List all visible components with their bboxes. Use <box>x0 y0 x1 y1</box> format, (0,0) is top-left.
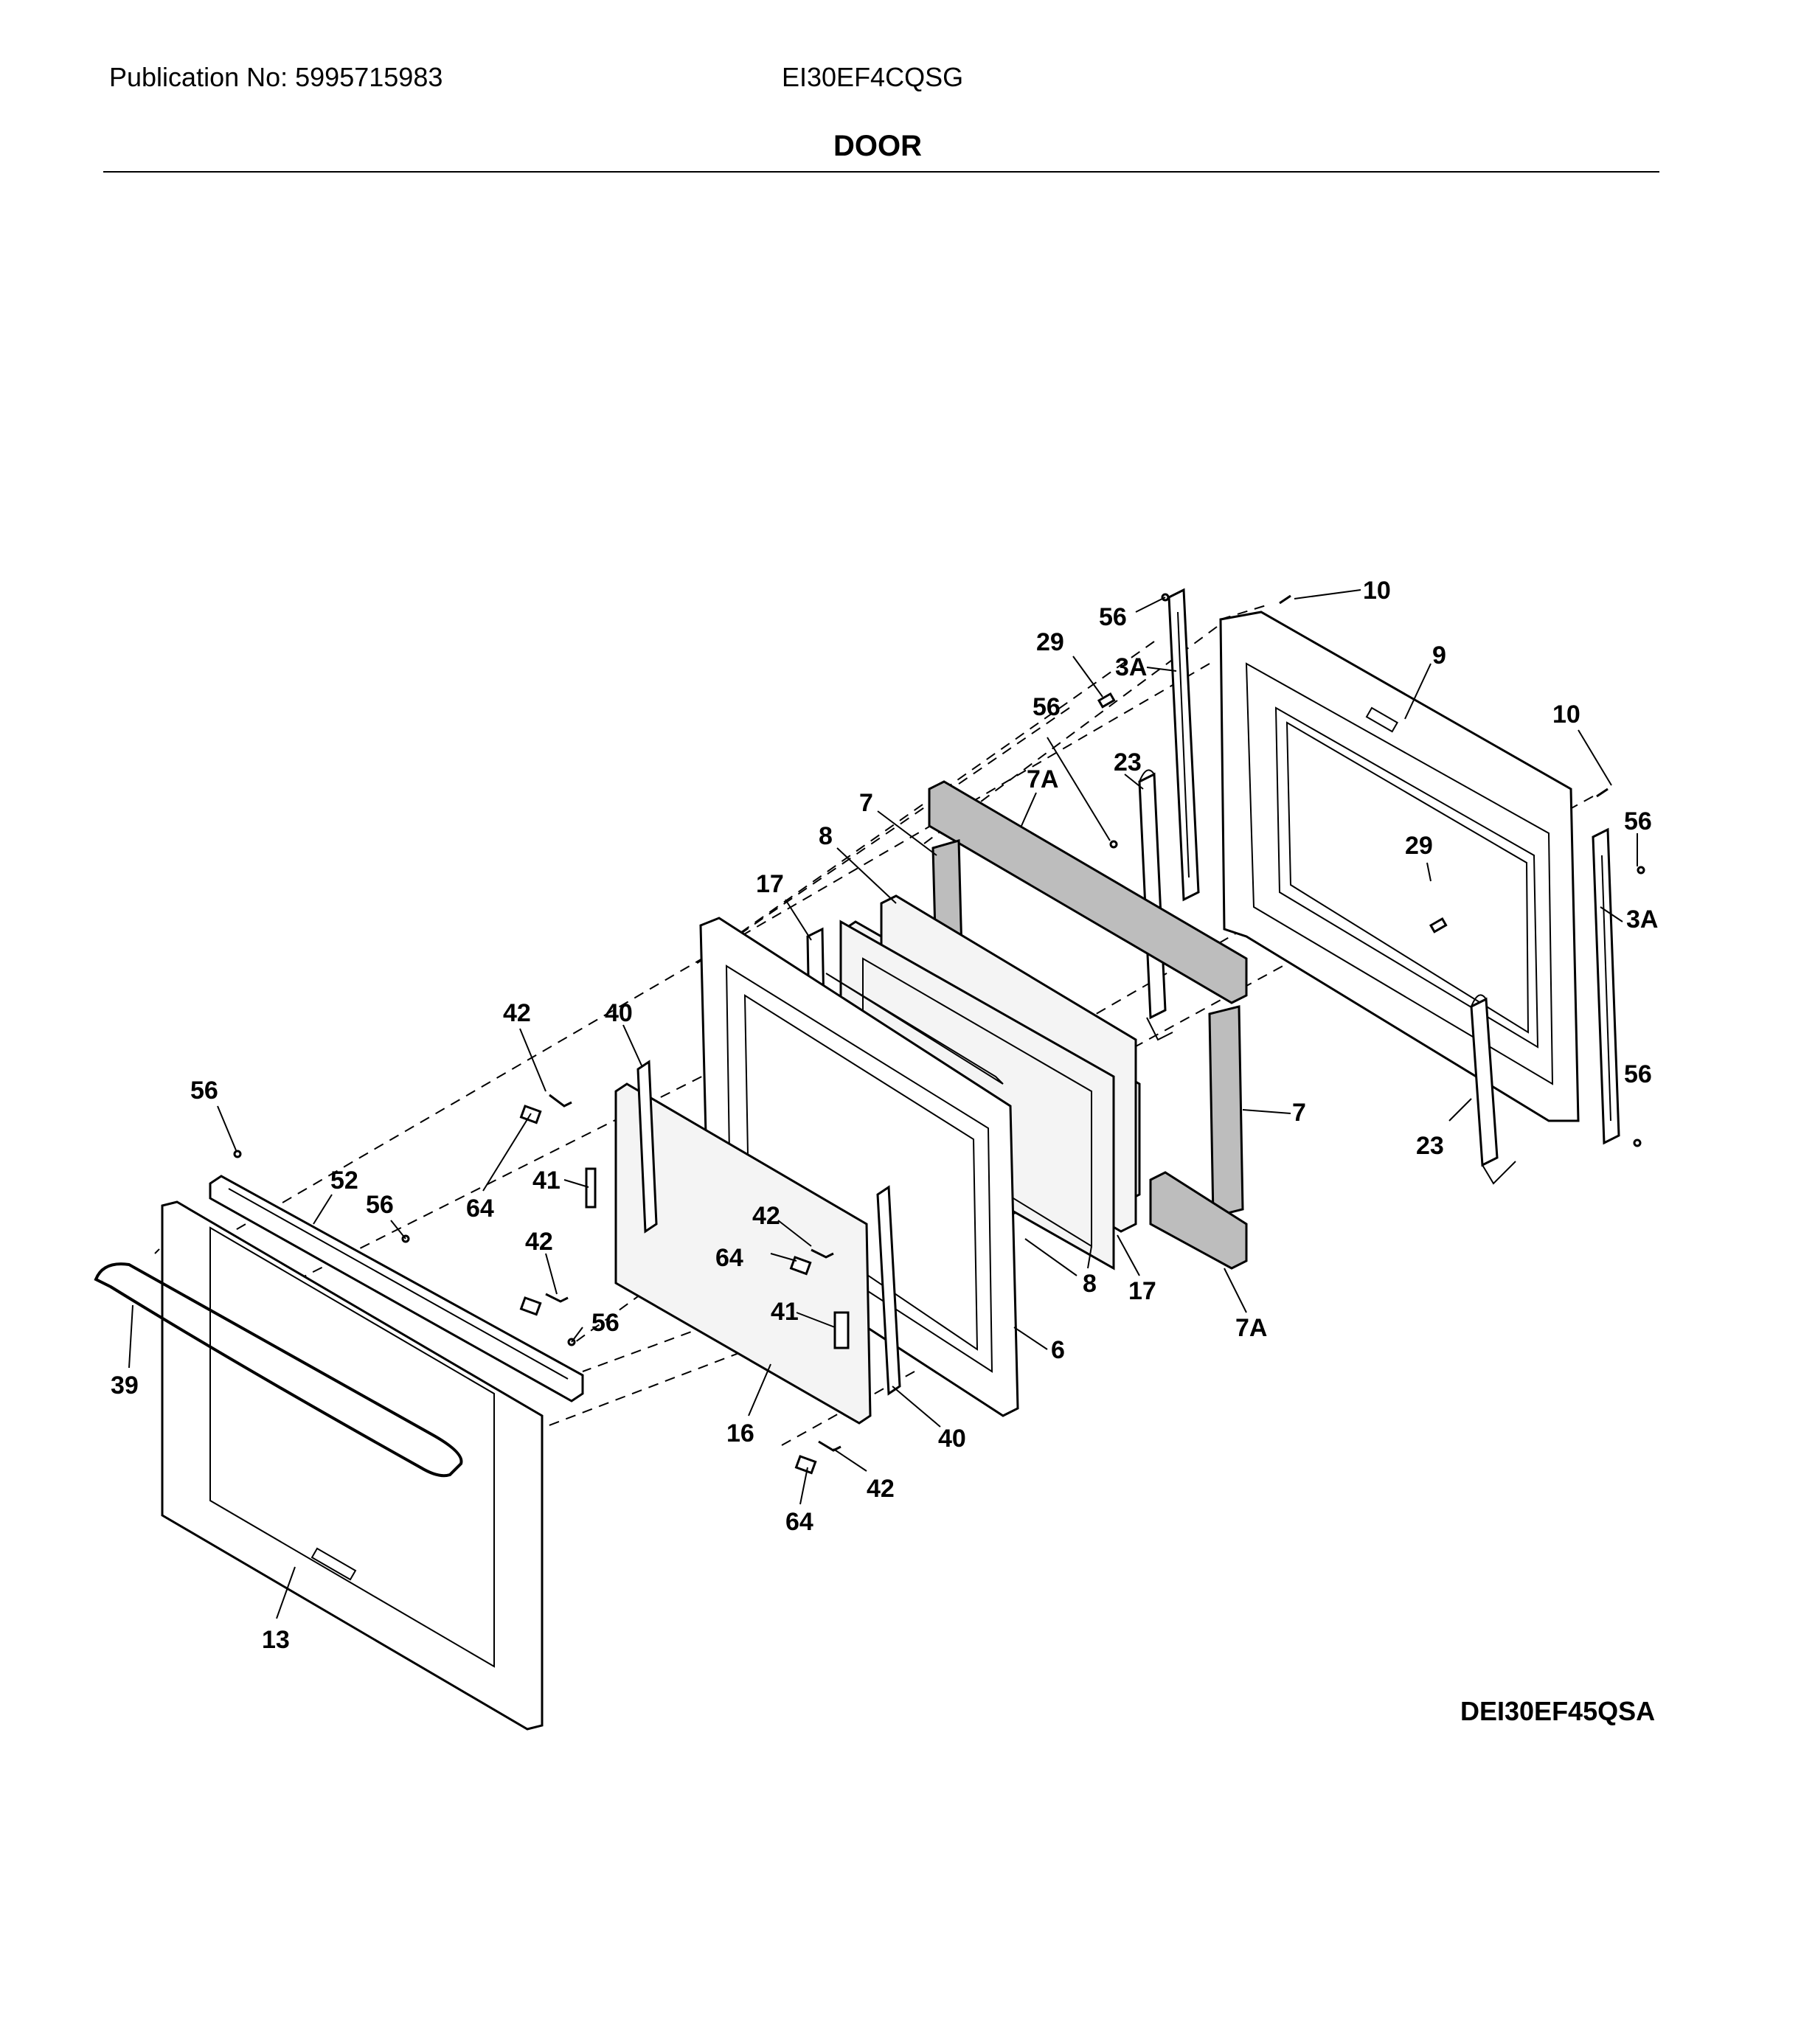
glass-retainer-right <box>876 1185 901 1396</box>
insulation-right <box>1208 1005 1244 1218</box>
callout-56: 56 <box>1624 807 1652 835</box>
callout-7A: 7A <box>1235 1314 1267 1342</box>
callout-56: 56 <box>1624 1060 1652 1088</box>
callout-3A: 3A <box>1115 653 1147 681</box>
callout-17: 17 <box>1128 1277 1156 1305</box>
glass-clips <box>545 1094 841 1452</box>
outer-door-panel <box>161 1200 544 1731</box>
spacer-bar-left <box>585 1167 597 1209</box>
door-vent-trim <box>209 1175 584 1402</box>
callout-23: 23 <box>1114 748 1142 776</box>
callout-41: 41 <box>532 1167 561 1195</box>
callout-7A: 7A <box>1027 765 1058 793</box>
callout-7: 7 <box>1292 1099 1306 1127</box>
diagram-id: DEI30EF45QSA <box>1460 1696 1656 1726</box>
leader-lines <box>128 589 1638 1619</box>
callout-42: 42 <box>503 999 531 1027</box>
callout-8: 8 <box>819 822 833 850</box>
callout-42: 42 <box>752 1202 780 1230</box>
callout-42: 42 <box>867 1475 895 1503</box>
door-handle <box>94 1262 463 1478</box>
callout-56: 56 <box>190 1077 218 1105</box>
callout-6: 6 <box>1051 1336 1065 1364</box>
callout-40: 40 <box>938 1425 966 1453</box>
callout-23: 23 <box>1416 1132 1444 1160</box>
insulation-bottom <box>1149 1171 1248 1270</box>
callout-17: 17 <box>756 870 784 898</box>
insulation-top <box>928 780 1248 1004</box>
callout-3A: 3A <box>1626 905 1658 934</box>
callout-56: 56 <box>1099 603 1127 631</box>
door-side-rail-right <box>1592 827 1620 1145</box>
publication-number: Publication No: 5995715983 <box>109 62 443 92</box>
screws <box>233 593 1645 1346</box>
inner-glass-pane <box>614 1082 872 1425</box>
callout-56: 56 <box>591 1309 620 1337</box>
model-number: EI30EF4CQSG <box>782 62 964 92</box>
callout-56: 56 <box>1033 693 1061 721</box>
callout-64: 64 <box>466 1195 494 1223</box>
glass-retainer-left <box>636 1060 658 1234</box>
page-title: DOOR <box>833 130 922 162</box>
callout-64: 64 <box>785 1508 813 1536</box>
glass-bumpers <box>519 1105 817 1475</box>
inner-door-liner <box>1219 611 1580 1122</box>
callout-8: 8 <box>1083 1270 1097 1298</box>
callout-56: 56 <box>366 1191 394 1219</box>
callout-29: 29 <box>1405 832 1433 860</box>
callout-42: 42 <box>525 1228 553 1256</box>
header-divider <box>103 171 1659 173</box>
callout-10: 10 <box>1552 701 1580 729</box>
door-hinge-right <box>1470 994 1516 1185</box>
callout-29: 29 <box>1036 628 1064 656</box>
callout-9: 9 <box>1432 642 1446 670</box>
callout-52: 52 <box>330 1167 358 1195</box>
callout-40: 40 <box>605 999 633 1027</box>
callout-39: 39 <box>111 1372 139 1400</box>
callout-13: 13 <box>262 1626 290 1654</box>
door-frame <box>699 917 1078 1417</box>
spacer-bar-right <box>833 1311 850 1349</box>
callout-64: 64 <box>715 1244 743 1272</box>
callout-41: 41 <box>771 1298 799 1326</box>
callout-10: 10 <box>1363 577 1391 605</box>
callout-labels: 10 56 9 29 3A 56 10 23 7A 56 7 29 8 3A 1… <box>111 577 1658 1654</box>
callout-7: 7 <box>859 789 873 817</box>
door-side-rail-left <box>1167 588 1200 902</box>
callout-16: 16 <box>726 1419 754 1447</box>
